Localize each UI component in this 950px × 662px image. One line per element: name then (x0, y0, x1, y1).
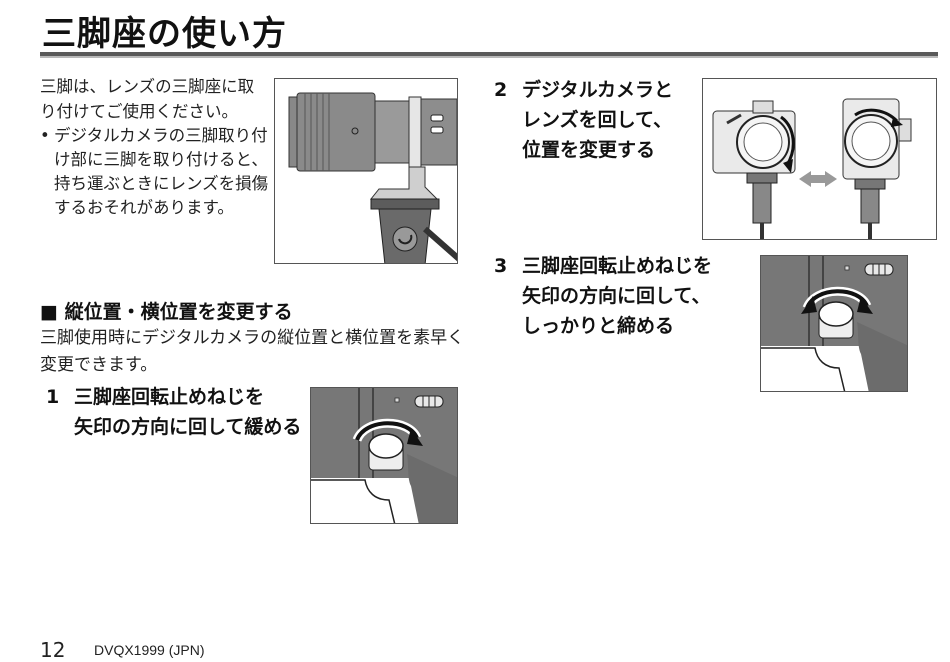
intro-text: 三脚は、レンズの三脚座に取り付けてご使用ください。 (40, 77, 255, 121)
step-text: 三脚座回転止めねじを 矢印の方向に回して緩める (74, 386, 302, 438)
lens-on-tripod-illustration (274, 78, 458, 264)
section-description: 三脚使用時にデジタルカメラの縦位置と横位置を素早く変更できます。 (40, 328, 465, 375)
tighten-knob-illustration (760, 255, 908, 392)
camera-rotation-illustration (702, 78, 937, 240)
section-heading: ■ 縦位置・横位置を変更する (40, 301, 293, 323)
loosen-knob-illustration (310, 387, 458, 524)
step-text: 三脚座回転止めねじを 矢印の方向に回して、 しっかりと締める (522, 255, 713, 337)
step-2: 2 デジタルカメラと レンズを回して、 位置を変更する (494, 75, 704, 165)
bullet-mark: • (40, 126, 50, 145)
intro-bullet: • デジタルカメラの三脚取り付け部に三脚を取り付けると、持ち運ぶときにレンズを損… (40, 124, 270, 220)
step-text: デジタルカメラと レンズを回して、 位置を変更する (522, 79, 674, 161)
step-number: 1 (46, 386, 60, 408)
document-code: DVQX1999 (JPN) (94, 642, 205, 658)
step-number: 3 (494, 255, 508, 277)
step-3: 3 三脚座回転止めねじを 矢印の方向に回して、 しっかりと締める (494, 251, 756, 341)
page-title: 三脚座の使い方 (42, 14, 287, 54)
bullet-text: デジタルカメラの三脚取り付け部に三脚を取り付けると、持ち運ぶときにレンズを損傷す… (54, 126, 269, 217)
step-number: 2 (494, 79, 508, 101)
title-underline (40, 52, 938, 58)
step-1: 1 三脚座回転止めねじを 矢印の方向に回して緩める (46, 382, 308, 442)
page-number: 12 (40, 638, 66, 662)
